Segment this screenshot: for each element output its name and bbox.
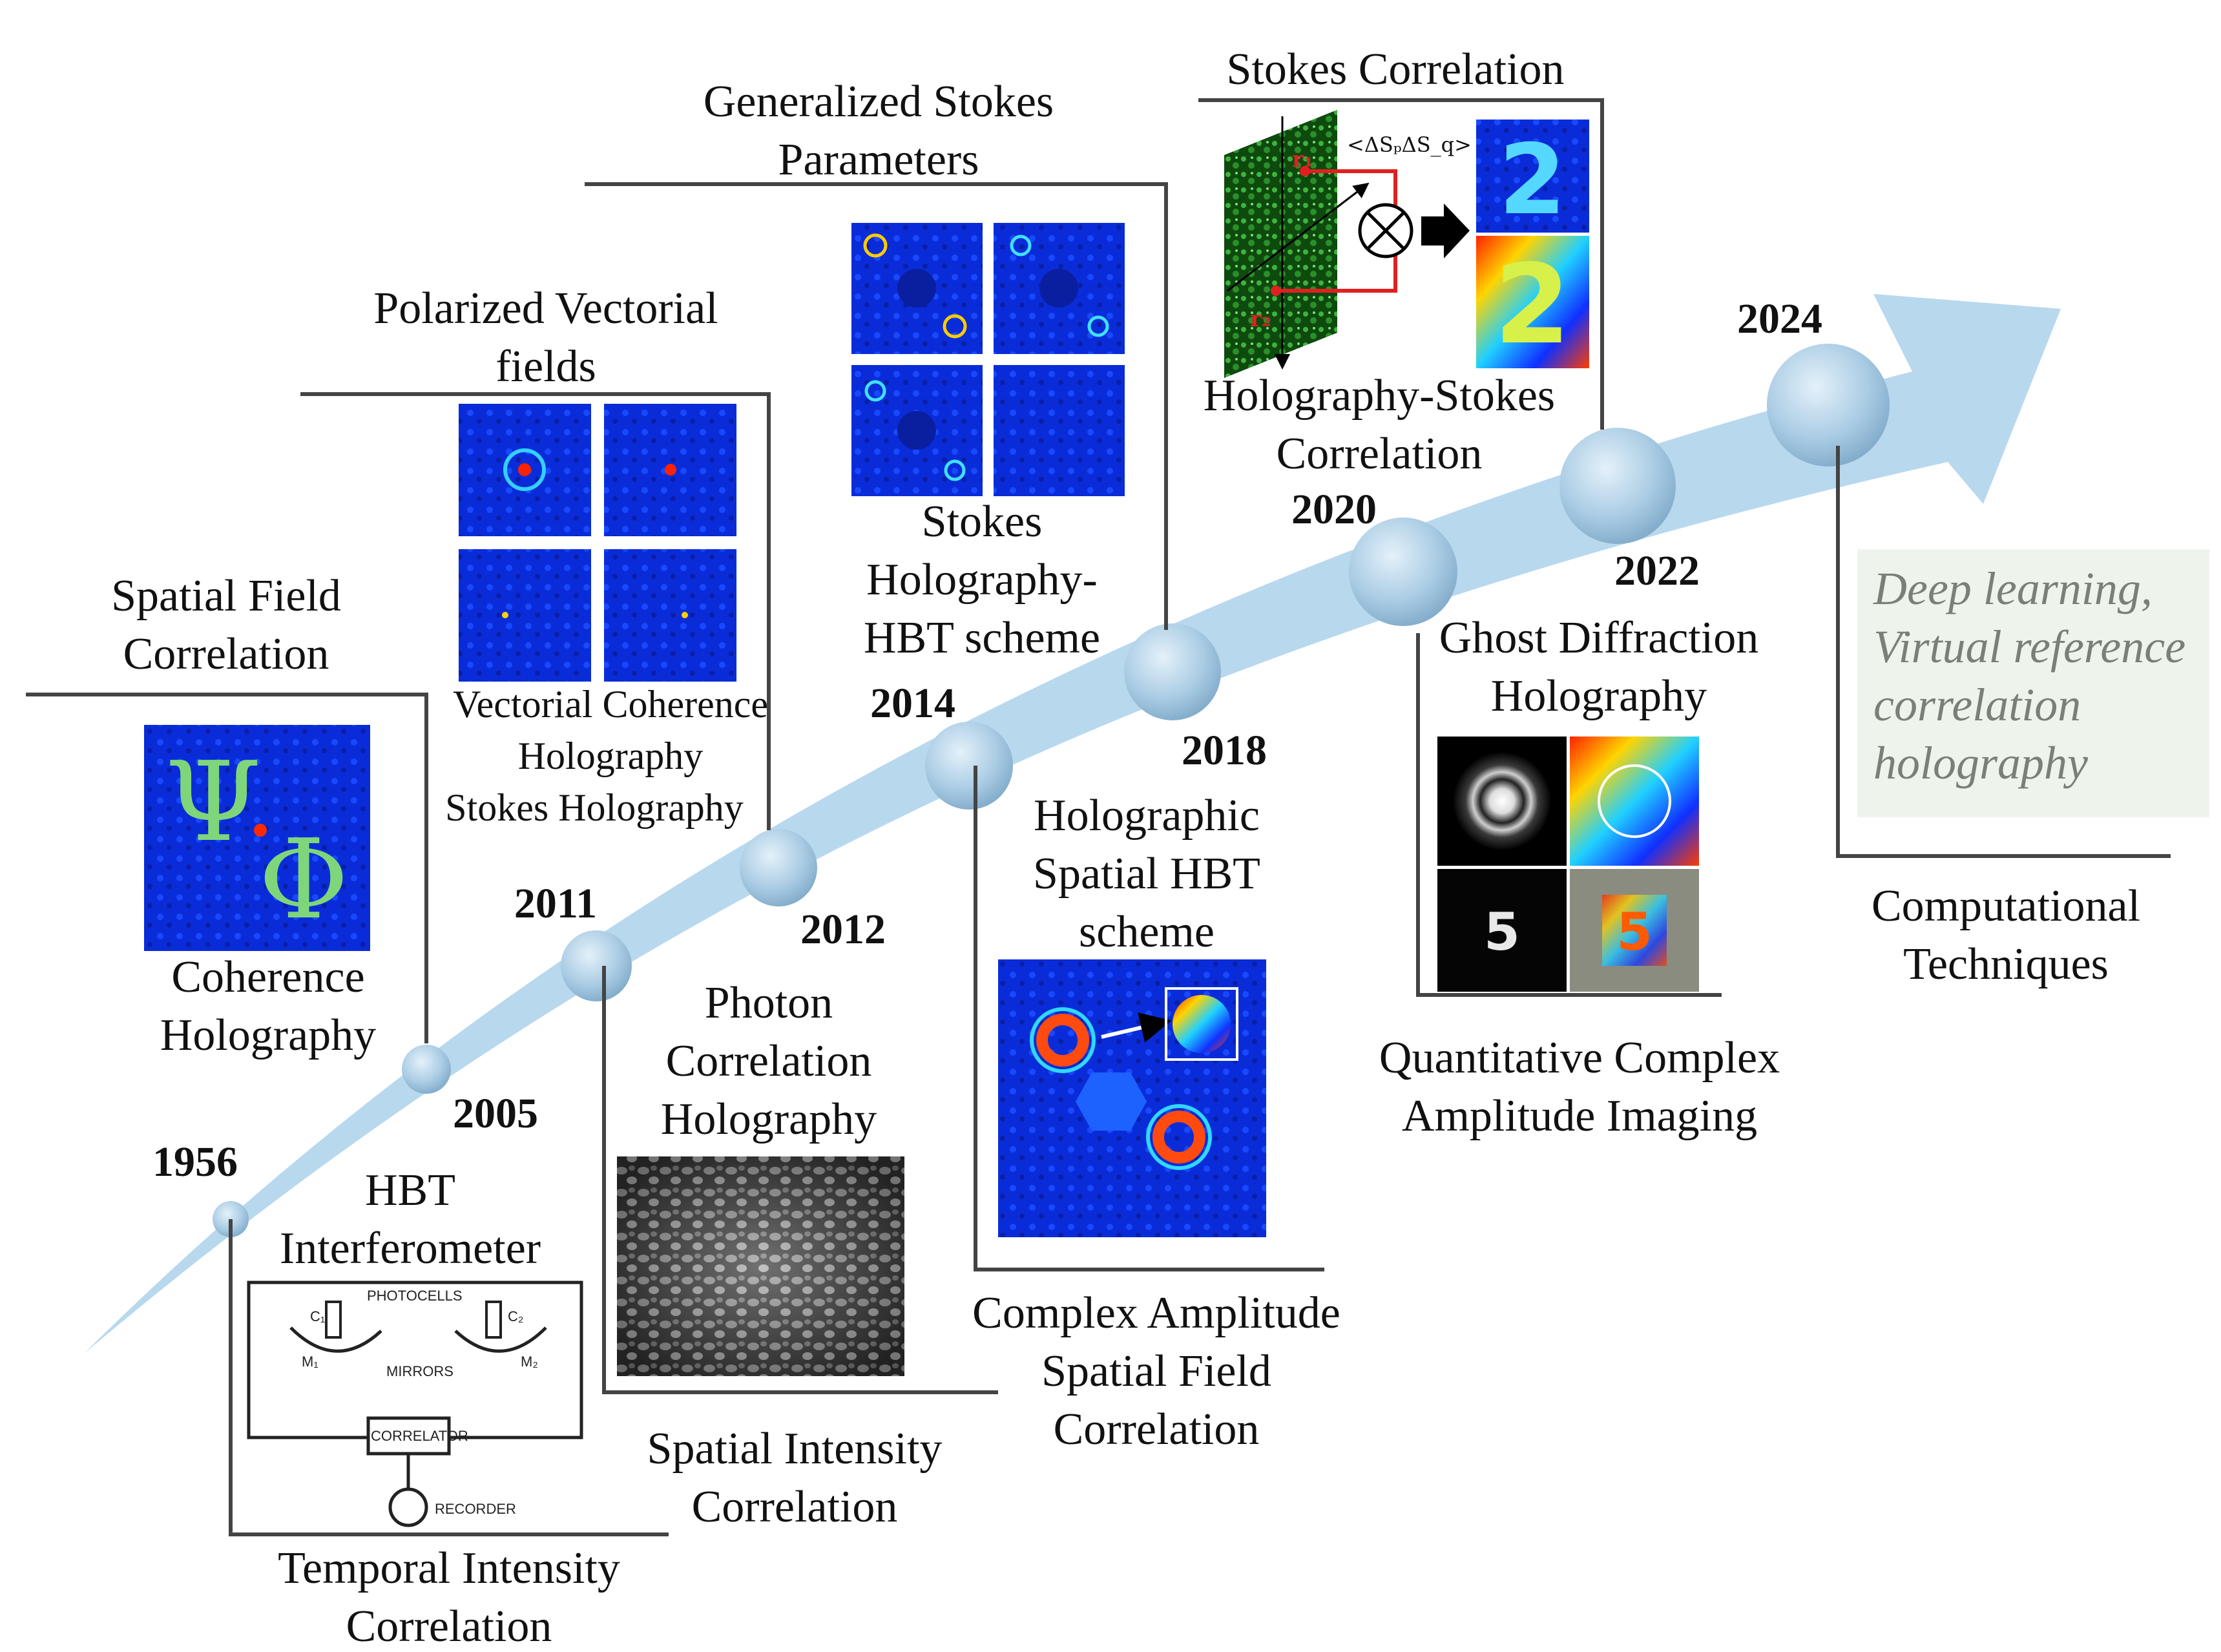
- year-2018: 2018: [1182, 727, 1267, 774]
- method-vectorial-3: Stokes Holography: [445, 786, 744, 829]
- method-ghost-1: Ghost Diffraction: [1439, 613, 1758, 663]
- future-line-3: correlation: [1873, 679, 2081, 731]
- method-holographic-hbt-1: Holographic: [1034, 791, 1260, 841]
- node-2020: [1349, 518, 1457, 626]
- svg-text:r₂: r₂: [1250, 306, 1271, 332]
- method-holo-stokes-2: Correlation: [1277, 429, 1483, 479]
- node-2022: [1559, 428, 1676, 544]
- label-quantitative-1: Quantitative Complex: [1379, 1033, 1780, 1083]
- node-2024: [1767, 344, 1890, 466]
- future-line-1: Deep learning,: [1873, 563, 2153, 614]
- svg-text:RECORDER: RECORDER: [435, 1501, 516, 1517]
- method-stokes-hbt-1: Stokes: [922, 497, 1043, 547]
- method-vectorial-2: Holography: [518, 735, 704, 777]
- label-spatial-field-2: Correlation: [123, 629, 329, 679]
- svg-text:Φ: Φ: [258, 816, 348, 944]
- label-polarized-1: Polarized Vectorial: [373, 284, 718, 333]
- svg-text:5: 5: [1484, 902, 1520, 962]
- stokes-parameter-images: [851, 223, 1125, 496]
- photon-correlation-image: [617, 1156, 904, 1376]
- method-holographic-hbt-3: scheme: [1079, 907, 1215, 957]
- node-2005: [402, 1045, 451, 1094]
- method-photon-3: Holography: [661, 1094, 877, 1144]
- method-vectorial-1: Vectorial Coherence: [453, 683, 768, 726]
- method-stokes-hbt-2: Holography-: [866, 555, 1098, 605]
- year-1956: 1956: [152, 1138, 238, 1186]
- svg-text:2: 2: [1494, 241, 1570, 369]
- label-spatial-intensity-2: Correlation: [692, 1482, 898, 1532]
- label-temporal-intensity-1: Temporal Intensity: [278, 1543, 620, 1593]
- ghost-diffraction-images: 5 5: [1437, 737, 1699, 992]
- method-coherence-2: Holography: [160, 1010, 376, 1060]
- method-hbt-2: Interferometer: [280, 1224, 541, 1273]
- year-2012: 2012: [800, 906, 886, 953]
- label-spatial-intensity-1: Spatial Intensity: [647, 1424, 943, 1474]
- node-2011: [561, 930, 632, 1001]
- year-2022: 2022: [1614, 547, 1700, 594]
- year-2011: 2011: [514, 880, 597, 927]
- node-2018: [1124, 623, 1221, 720]
- timeline-nodes: [213, 344, 1890, 1237]
- node-2014: [925, 722, 1013, 810]
- svg-text:C₂: C₂: [508, 1308, 523, 1324]
- coherence-holography-image: Ψ Φ: [144, 725, 370, 951]
- label-generalized-stokes-1: Generalized Stokes: [704, 77, 1054, 127]
- bracket-lines: [26, 98, 2171, 1536]
- method-holo-stokes-1: Holography-Stokes: [1204, 371, 1555, 421]
- year-labels: 1956 2005 2011 2012 2014 2018 2020 2022 …: [152, 295, 1822, 1186]
- method-photon-2: Correlation: [666, 1036, 872, 1086]
- svg-text:r₁: r₁: [1292, 147, 1313, 173]
- label-computational-2: Techniques: [1903, 939, 2109, 989]
- svg-text:Ψ: Ψ: [165, 738, 261, 866]
- label-polarized-2: fields: [495, 342, 596, 392]
- year-2020: 2020: [1291, 486, 1377, 533]
- label-temporal-intensity-2: Correlation: [346, 1602, 552, 1651]
- hbt-schematic: PHOTOCELLS MIRRORS CORRELATOR RECORDER C…: [247, 1281, 583, 1527]
- svg-text:5: 5: [1616, 902, 1653, 962]
- label-complex-amplitude-1: Complex Amplitude: [972, 1288, 1340, 1338]
- label-computational-1: Computational: [1872, 881, 2140, 931]
- label-stokes-correlation: Stokes Correlation: [1227, 45, 1565, 94]
- method-stokes-hbt-3: HBT scheme: [864, 613, 1100, 663]
- label-complex-amplitude-3: Correlation: [1054, 1405, 1260, 1454]
- method-coherence-1: Coherence: [171, 952, 364, 1002]
- svg-text:<ΔSₚΔS_q>: <ΔSₚΔS_q>: [1347, 132, 1472, 157]
- svg-text:C₁: C₁: [310, 1308, 325, 1324]
- method-hbt-1: HBT: [365, 1166, 455, 1215]
- svg-text:M₂: M₂: [521, 1354, 538, 1370]
- year-2024: 2024: [1737, 295, 1822, 342]
- polarized-vectorial-images: [459, 404, 736, 682]
- label-quantitative-2: Amplitude Imaging: [1402, 1091, 1757, 1141]
- future-line-4: holography: [1873, 737, 2088, 789]
- label-generalized-stokes-2: Parameters: [778, 135, 979, 185]
- label-spatial-field-1: Spatial Field: [111, 571, 341, 621]
- label-complex-amplitude-2: Spatial Field: [1041, 1346, 1271, 1396]
- svg-text:MIRRORS: MIRRORS: [386, 1363, 454, 1379]
- svg-text:PHOTOCELLS: PHOTOCELLS: [367, 1288, 463, 1304]
- holographic-hbt-image: [998, 959, 1266, 1237]
- node-2012: [740, 829, 817, 906]
- stokes-correlation-image: r₁ r₂ <ΔSₚΔS_q> 2 2: [1224, 110, 1589, 378]
- svg-text:M₁: M₁: [302, 1354, 318, 1370]
- svg-text:2: 2: [1499, 124, 1566, 236]
- future-line-2: Virtual reference: [1873, 621, 2185, 673]
- timeline-arrow: [84, 294, 2061, 1354]
- method-photon-1: Photon: [705, 978, 833, 1028]
- future-box: [1857, 549, 2209, 817]
- svg-text:CORRELATOR: CORRELATOR: [371, 1428, 468, 1444]
- method-ghost-2: Holography: [1491, 671, 1707, 721]
- year-2005: 2005: [453, 1090, 538, 1137]
- year-2014: 2014: [870, 680, 955, 727]
- method-holographic-hbt-2: Spatial HBT: [1033, 849, 1260, 899]
